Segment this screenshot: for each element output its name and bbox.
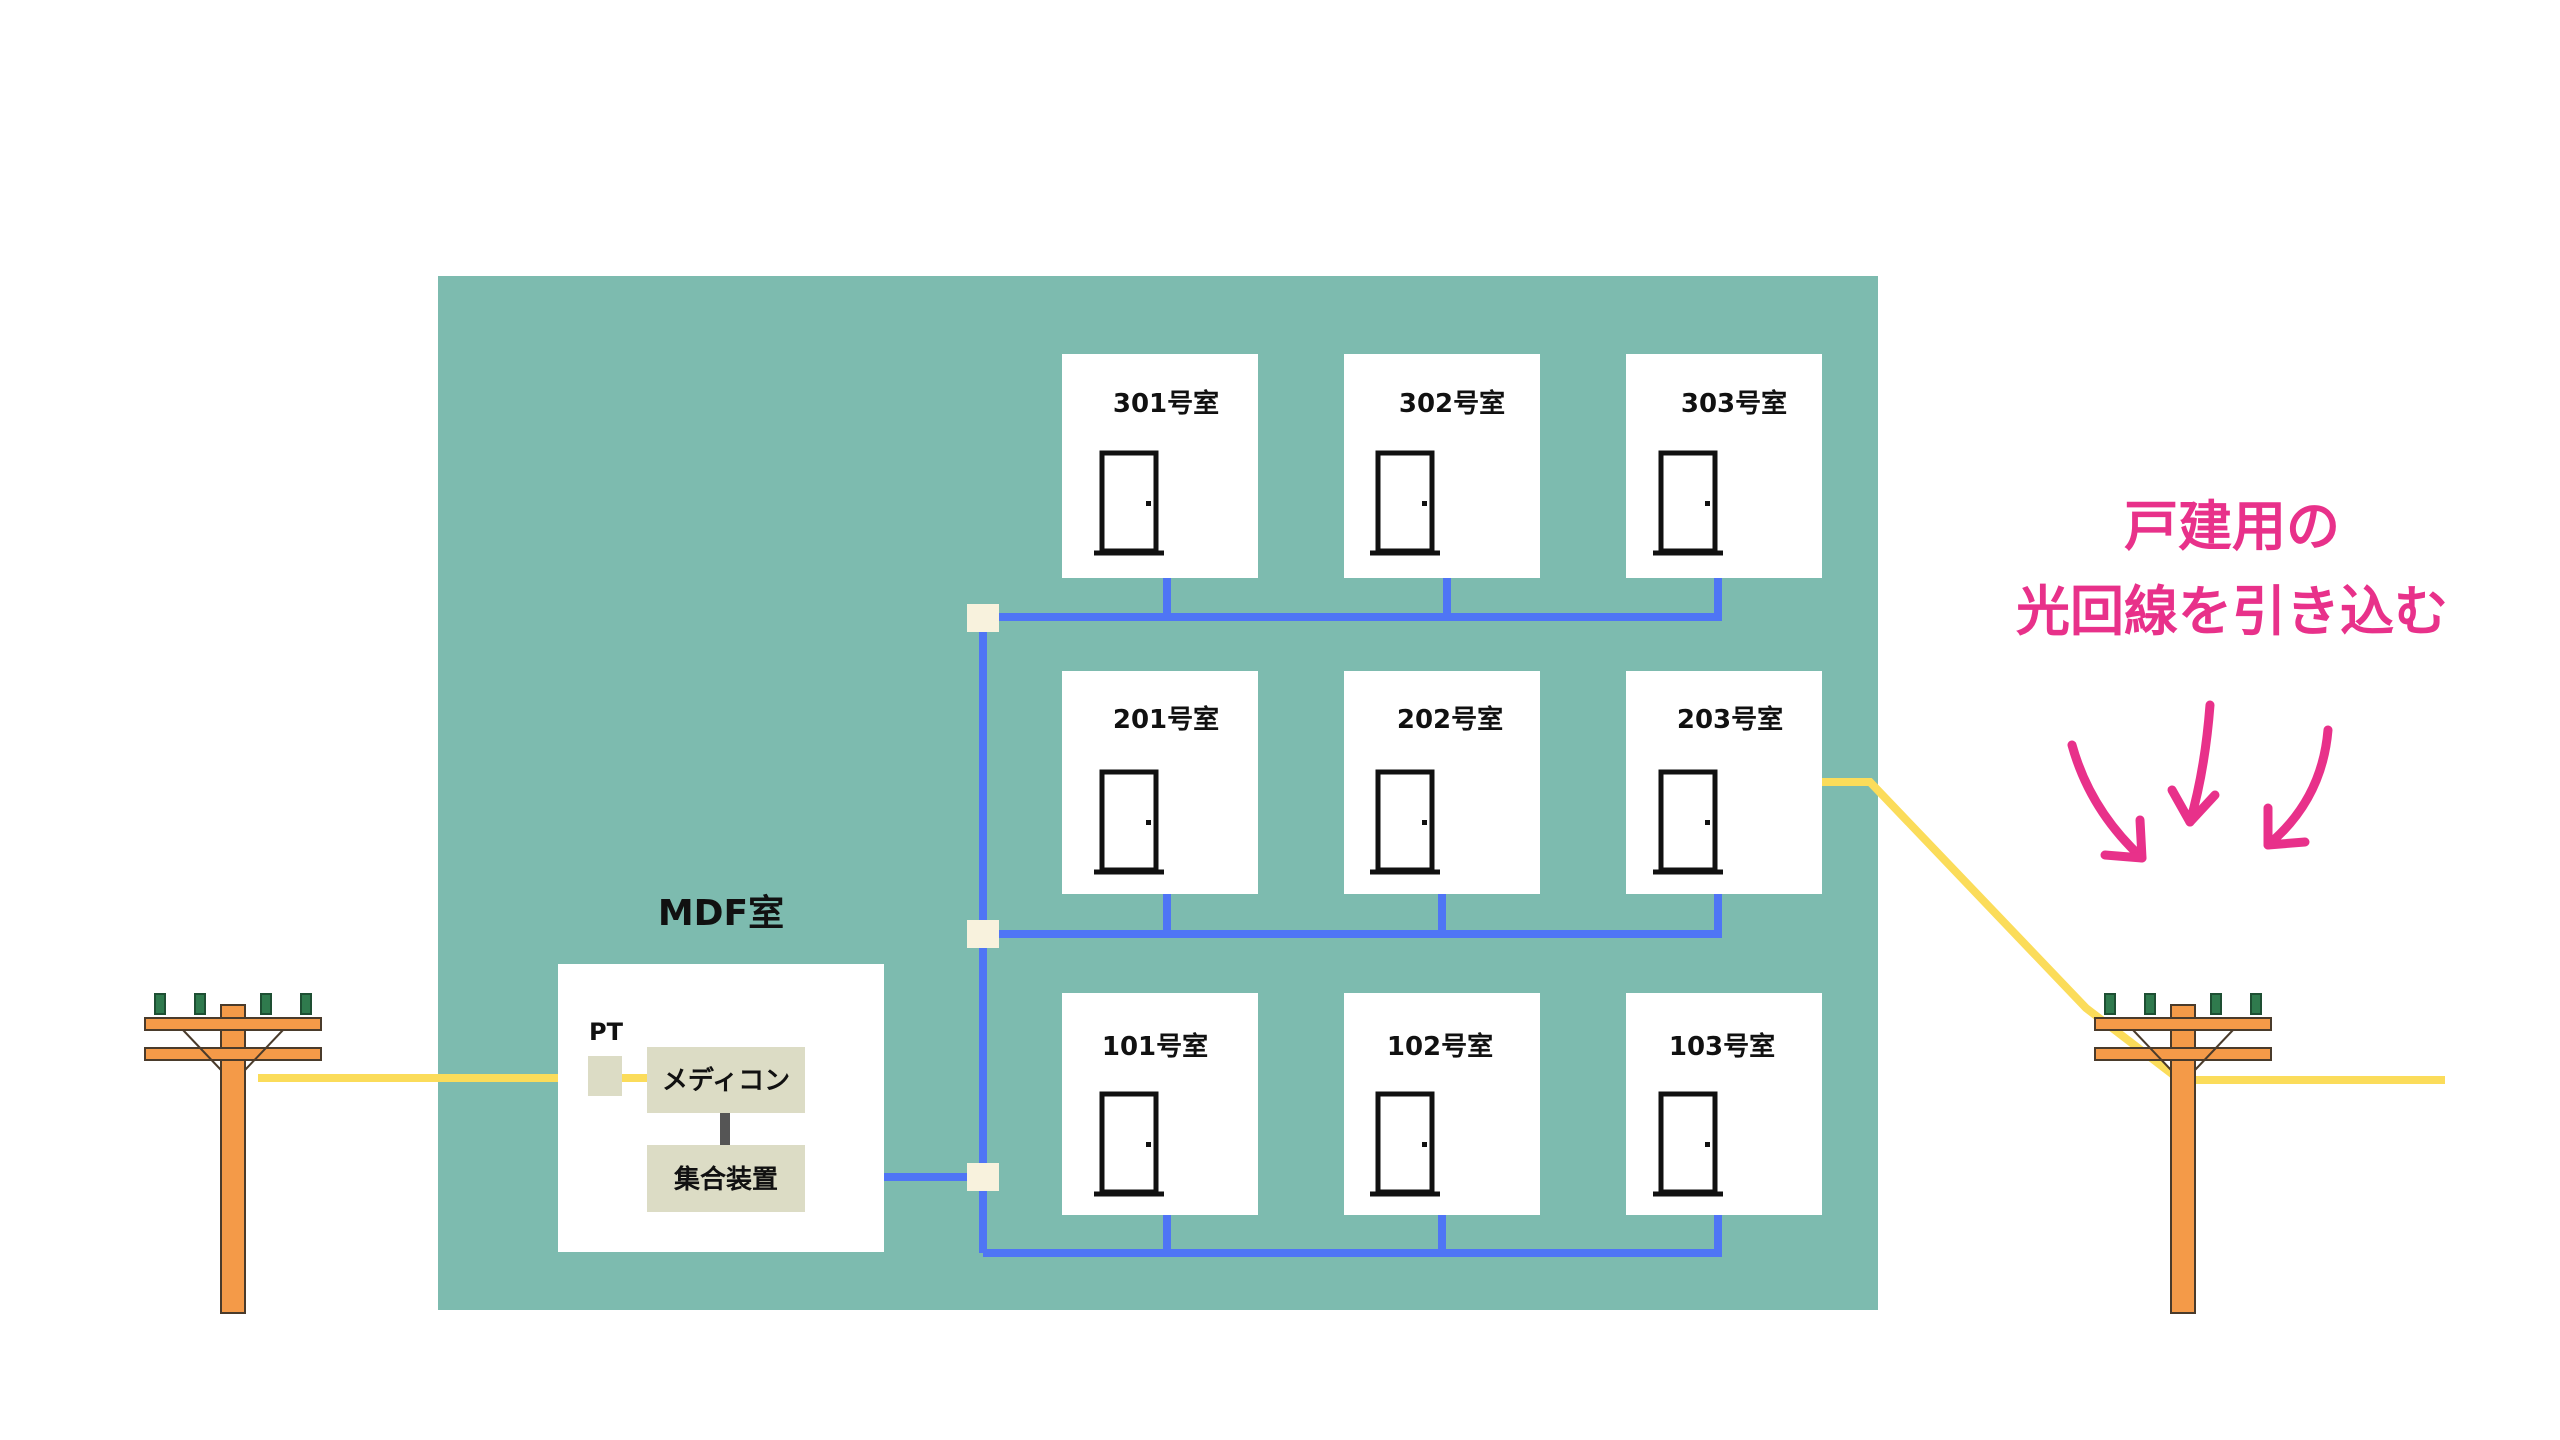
room-label: 101号室: [1102, 1031, 1208, 1062]
room-label: 303号室: [1681, 388, 1787, 419]
room-301: 301号室: [1062, 354, 1258, 578]
room-103: 103号室: [1626, 993, 1822, 1215]
room-203: 203号室: [1626, 671, 1822, 894]
door-icon: [1370, 450, 1440, 556]
callout-line-1: 戸建用の: [2124, 495, 2340, 558]
pt-terminal: [588, 1056, 622, 1096]
room-label: 103号室: [1669, 1031, 1775, 1062]
room-102: 102号室: [1344, 993, 1540, 1215]
device-link: [720, 1113, 730, 1145]
pt-label: PT: [589, 1018, 624, 1046]
arrow-down-icon: [2167, 700, 2220, 827]
room-label: 102号室: [1387, 1031, 1493, 1062]
room-101: 101号室: [1062, 993, 1258, 1215]
utility-pole-icon: [144, 993, 322, 1314]
concentrator-device: [647, 1145, 805, 1212]
room-202: 202号室: [1344, 671, 1540, 894]
room-label: 301号室: [1113, 388, 1219, 419]
door-icon: [1094, 1091, 1164, 1197]
callout-line-2: 光回線を引き込む: [2016, 580, 2448, 643]
room-201: 201号室: [1062, 671, 1258, 894]
junction-box: [967, 604, 999, 632]
door-icon: [1094, 450, 1164, 556]
arrow-down-icon: [2067, 740, 2147, 863]
room-label: 302号室: [1399, 388, 1505, 419]
room-label: 201号室: [1113, 704, 1219, 735]
concentrator-label: 集合装置: [673, 1164, 778, 1195]
room-302: 302号室: [1344, 354, 1540, 578]
door-icon: [1653, 450, 1723, 556]
medicon-device: [647, 1047, 805, 1113]
mdf-room-title: MDF室: [658, 893, 784, 934]
door-icon: [1370, 769, 1440, 875]
room-303: 303号室: [1626, 354, 1822, 578]
door-icon: [1370, 1091, 1440, 1197]
utility-pole-icon: [2094, 993, 2272, 1314]
medicon-label: メディコン: [662, 1065, 790, 1096]
room-label: 202号室: [1397, 704, 1503, 735]
door-icon: [1094, 769, 1164, 875]
junction-box: [967, 1163, 999, 1191]
room-label: 203号室: [1677, 704, 1783, 735]
door-icon: [1653, 1091, 1723, 1197]
junction-box: [967, 920, 999, 948]
door-icon: [1653, 769, 1723, 875]
arrow-down-icon: [2263, 725, 2333, 850]
fiber-line-right: [1818, 778, 2445, 1084]
